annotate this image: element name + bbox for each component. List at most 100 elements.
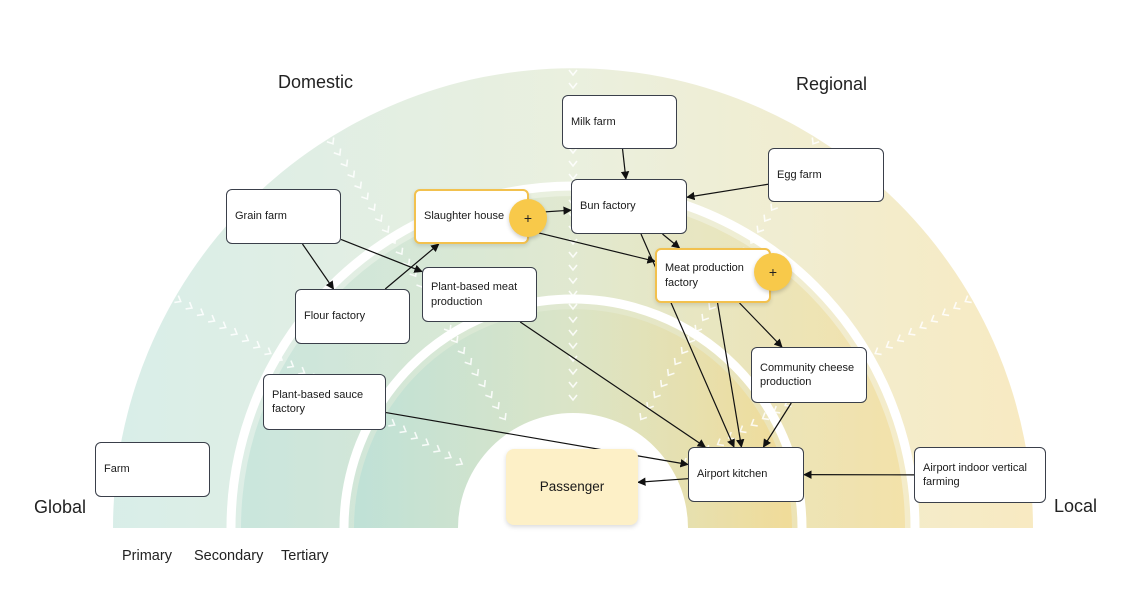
- arrow-grain_farm-to-flour_factory: [301, 243, 335, 290]
- node-farm: Farm: [95, 442, 210, 497]
- chevron-mark: [174, 295, 182, 304]
- chevron-mark: [694, 324, 703, 333]
- chevron-mark: [952, 301, 961, 310]
- chevron-mark: [230, 327, 239, 336]
- chevron-mark: [568, 277, 578, 285]
- chevron-mark: [708, 302, 717, 311]
- chevron-mark: [464, 357, 473, 366]
- chevron-mark: [399, 425, 407, 434]
- chevron-mark: [361, 192, 369, 201]
- chevron-mark: [498, 412, 507, 421]
- arrow-plant_meat-to-airport_kitchen: [519, 321, 706, 448]
- chevron-mark: [340, 159, 349, 167]
- chevron-mark: [811, 137, 820, 145]
- arrow-slaughter_house-to-meat_factory: [528, 229, 656, 264]
- chevron-mark: [354, 181, 363, 190]
- chevron-mark: [298, 366, 306, 375]
- node-airport-indoor-vertical-farming: Airport indoor vertical farming: [914, 447, 1046, 503]
- chevron-mark: [568, 342, 578, 350]
- chevron-mark: [763, 214, 772, 223]
- chevron-mark: [402, 258, 411, 267]
- chevron-mark: [687, 335, 696, 344]
- plus-badge-slaughter-house: +: [509, 199, 547, 237]
- chevron-mark: [374, 214, 383, 223]
- chevron-mark: [421, 438, 430, 447]
- node-community-cheese-production: Community cheese production: [751, 347, 867, 403]
- arrow-community_cheese-to-airport_kitchen: [762, 402, 792, 448]
- chevron-mark: [756, 225, 765, 234]
- node-airport-kitchen: Airport kitchen: [688, 447, 804, 502]
- chevron-mark: [485, 390, 493, 399]
- chevron-mark: [568, 264, 578, 272]
- node-bun-factory: Bun factory: [571, 179, 687, 234]
- chevron-mark: [716, 438, 725, 447]
- chevron-mark: [410, 431, 419, 440]
- scope-label-local: Local: [1054, 496, 1098, 516]
- chevron-mark: [770, 203, 779, 212]
- chevron-mark: [653, 390, 661, 399]
- chevron-mark: [444, 451, 452, 460]
- chevron-mark: [896, 334, 905, 343]
- chevron-mark: [568, 251, 578, 259]
- arrow-meat_factory-to-community_cheese: [739, 302, 783, 348]
- chevron-mark: [568, 290, 578, 298]
- chevron-mark: [455, 457, 464, 466]
- chevron-mark: [761, 412, 770, 421]
- chevron-mark: [919, 321, 927, 330]
- chevron-mark: [381, 225, 390, 234]
- chevron-mark: [471, 368, 480, 377]
- chevron-mark: [568, 329, 578, 337]
- chevron-mark: [874, 347, 882, 356]
- arrow-meat_factory-to-airport_kitchen: [716, 302, 745, 448]
- chevron-mark: [739, 425, 747, 434]
- chevron-mark: [395, 247, 404, 256]
- chevron-mark: [241, 334, 250, 343]
- chevron-mark: [568, 368, 578, 376]
- chevron-mark: [941, 308, 950, 317]
- chevron-mark: [433, 444, 441, 453]
- scope-label-domestic: Domestic: [278, 72, 354, 92]
- node-milk-farm: Milk farm: [562, 95, 677, 149]
- scope-label-regional: Regional: [796, 74, 868, 94]
- node-meat-production-factory: Meat production factory: [655, 248, 771, 303]
- chevron-mark: [568, 160, 578, 168]
- chevron-mark: [491, 401, 500, 410]
- chevron-mark: [568, 82, 578, 90]
- arrow-bun_factory-to-meat_factory: [662, 233, 681, 249]
- chevron-mark: [666, 368, 675, 377]
- arrow-flour_factory-to-slaughter_house: [384, 243, 440, 290]
- chevron-mark: [659, 379, 668, 388]
- arrow-egg_farm-to-bun_factory: [686, 183, 769, 201]
- chevron-mark: [388, 418, 396, 427]
- chevron-mark: [749, 236, 758, 245]
- chevron-mark: [885, 340, 893, 349]
- chevron-mark: [907, 327, 916, 336]
- chevron-mark: [196, 308, 205, 317]
- chevron-mark: [930, 314, 938, 323]
- chevron-mark: [275, 353, 284, 362]
- node-plant-based-meat-production: Plant-based meat production: [422, 267, 537, 322]
- level-label-tertiary: Tertiary: [281, 548, 329, 564]
- arrow-milk_farm-to-bun_factory: [620, 148, 630, 180]
- chevron-mark: [680, 346, 689, 355]
- node-passenger: Passenger: [506, 449, 638, 525]
- chevron-mark: [333, 148, 342, 156]
- chevron-mark: [673, 357, 682, 366]
- chevron-mark: [568, 303, 578, 311]
- level-label-secondary: Secondary: [194, 548, 264, 564]
- chevron-mark: [772, 405, 781, 414]
- chevron-mark: [208, 314, 216, 323]
- chevron-mark: [568, 316, 578, 324]
- chevron-mark: [253, 340, 261, 349]
- chevron-mark: [185, 301, 194, 310]
- chevron-mark: [964, 295, 972, 304]
- node-plant-based-sauce-factory: Plant-based sauce factory: [263, 374, 386, 430]
- chevron-mark: [568, 147, 578, 155]
- chevron-mark: [701, 313, 710, 322]
- chevron-mark: [388, 236, 397, 245]
- chevron-mark: [750, 418, 758, 427]
- chevron-mark: [568, 381, 578, 389]
- chevron-mark: [568, 394, 578, 402]
- arrow-grain_farm-to-plant_meat: [340, 238, 423, 273]
- level-label-primary: Primary: [122, 548, 172, 564]
